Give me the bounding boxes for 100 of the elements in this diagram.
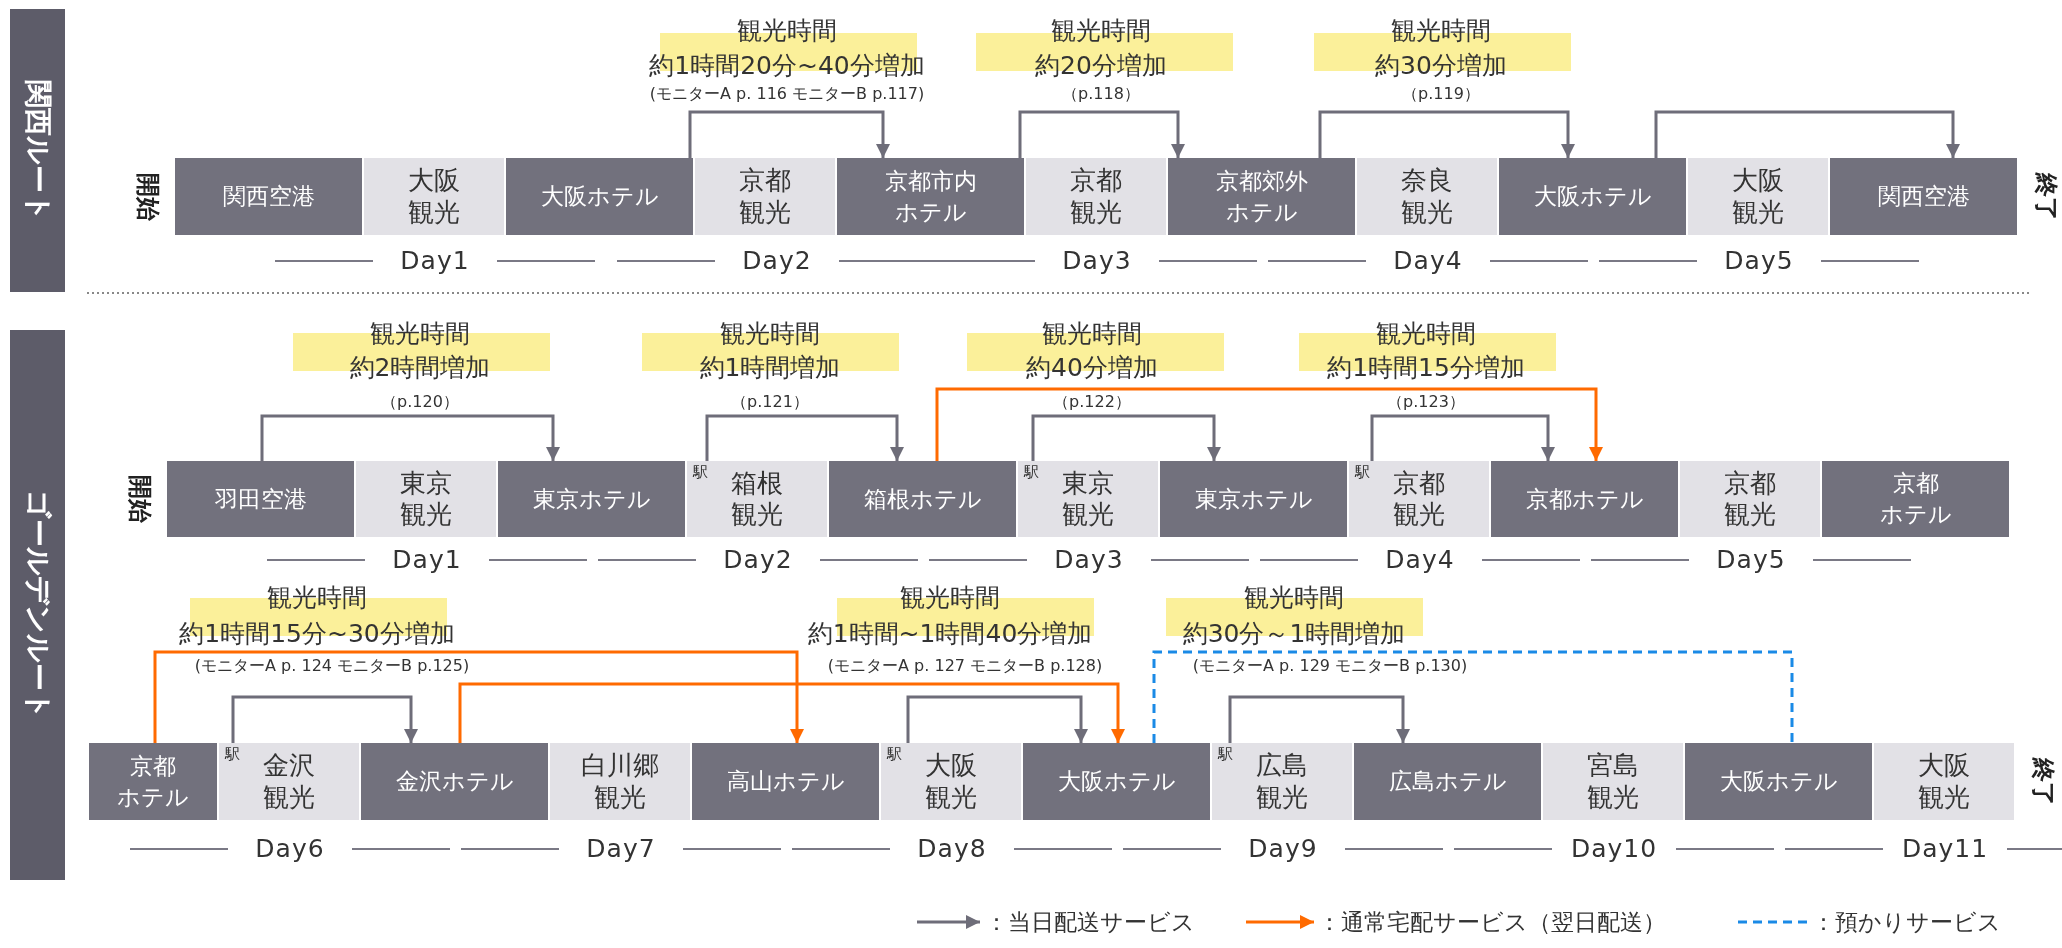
box-label: 大阪観光 (1918, 750, 1970, 813)
arrow (705, 414, 904, 461)
annotation-title: 観光時間 (1376, 320, 1476, 348)
station-tag: 駅 (693, 465, 708, 480)
route-band (10, 330, 65, 880)
page-reference: （p.122） (1053, 393, 1131, 411)
day-label: Day4 (1393, 247, 1463, 275)
day-label: Day5 (1716, 546, 1786, 574)
endpoint-label: 開始 (134, 172, 162, 221)
day-label: Day3 (1062, 247, 1132, 275)
sightseeing-box (550, 743, 692, 820)
arrow (1018, 110, 1185, 158)
hotel-box (1168, 158, 1357, 235)
station-tag: 駅 (1218, 747, 1233, 762)
annotation-text: 約20分増加 (1035, 52, 1167, 80)
page-reference: （p.119） (1402, 85, 1480, 103)
route-title: ゴールデンルート (20, 490, 56, 720)
day-label: Day2 (723, 546, 793, 574)
box-label: 京都観光 (1393, 467, 1445, 531)
box-label: 金沢ホテル (395, 767, 514, 796)
annotation-title: 観光時間 (267, 584, 367, 612)
hotel-box (506, 158, 695, 235)
endpoint-label: 開始 (126, 475, 154, 523)
sightseeing-box (1688, 158, 1830, 235)
annotation-text: 約1時間15分増加 (1327, 354, 1525, 382)
box-label: 白川郷観光 (581, 750, 659, 813)
box-label: 東京観光 (1062, 467, 1114, 531)
annotation-text: 約30分～1時間増加 (1182, 620, 1406, 648)
page-reference: (モニターA p. 124 モニターB p.125) (194, 657, 470, 675)
annotation-text: 約1時間15分~30分増加 (179, 620, 455, 648)
box-label: 東京ホテル (1194, 484, 1313, 514)
day-label: Day3 (1054, 546, 1124, 574)
arrow (153, 650, 804, 743)
annotation-title: 観光時間 (737, 17, 837, 45)
box-label: 京都観光 (1070, 165, 1122, 228)
day-label: Day6 (255, 835, 325, 863)
hotel-box (175, 158, 364, 235)
box-label: 宮島観光 (1587, 750, 1639, 813)
box-label: 大阪ホテル (1057, 767, 1176, 796)
day-label: Day1 (392, 546, 462, 574)
day-label: Day5 (1724, 247, 1794, 275)
sightseeing-box (1018, 461, 1160, 537)
box-label: 箱根ホテル (863, 484, 982, 514)
page-reference: (モニターA p. 129 モニターB p.130) (1192, 657, 1468, 675)
day-label: Day1 (400, 247, 470, 275)
annotation-title: 観光時間 (1244, 584, 1344, 612)
sightseeing-box (1026, 158, 1168, 235)
box-label: 東京観光 (400, 467, 452, 531)
annotation-title: 観光時間 (1042, 320, 1142, 348)
day-label: Day2 (742, 247, 812, 275)
annotation-title: 観光時間 (1391, 17, 1491, 45)
hotel-box (498, 461, 687, 537)
annotation-text: 約1時間増加 (699, 354, 841, 382)
annotation-title: 観光時間 (720, 320, 820, 348)
box-label: 京都郊外ホテル (1215, 166, 1308, 227)
box-label: 大阪観光 (408, 165, 460, 228)
sightseeing-box (1543, 743, 1685, 820)
hotel-box (1822, 461, 2011, 537)
arrow (260, 414, 560, 461)
hotel-box (1499, 158, 1688, 235)
annotation-text: 約1時間~1時間40分増加 (807, 620, 1093, 648)
box-label: 京都観光 (1724, 467, 1776, 531)
sightseeing-box (1212, 743, 1354, 820)
sightseeing-box (356, 461, 498, 537)
box-label: 京都ホテル (117, 751, 189, 812)
annotation-title: 観光時間 (1051, 17, 1151, 45)
sightseeing-box (687, 461, 829, 537)
sightseeing-box (1349, 461, 1491, 537)
box-label: 京都市内ホテル (884, 166, 977, 227)
arrow (1370, 414, 1555, 461)
annotation-text: 約1時間20分~40分増加 (649, 52, 925, 80)
endpoint-label: 終了 (2032, 172, 2060, 221)
hotel-box (1491, 461, 1680, 537)
day-label: Day11 (1901, 835, 1989, 863)
route-title: 関西ルート (20, 79, 56, 222)
hotel-box (1023, 743, 1212, 820)
box-label: 大阪観光 (1732, 165, 1784, 228)
day-label: Day9 (1248, 835, 1318, 863)
day-label: Day4 (1385, 546, 1455, 574)
annotation-title: 観光時間 (900, 584, 1000, 612)
arrow (458, 682, 1125, 743)
hotel-box (1354, 743, 1543, 820)
box-label: 京都ホテル (1879, 469, 1952, 529)
box-label: 箱根観光 (731, 467, 783, 531)
page-reference: （p.118） (1062, 85, 1140, 103)
hotel-box (167, 461, 356, 537)
arrow (1318, 110, 1575, 158)
box-label: 京都観光 (739, 165, 791, 228)
page-reference: （p.121） (731, 393, 809, 411)
sightseeing-box (1680, 461, 1822, 537)
annotation-text: 約2時間増加 (349, 354, 491, 382)
page-reference: (モニターA p. 127 モニターB p.128) (827, 657, 1103, 675)
sightseeing-box (1357, 158, 1499, 235)
box-label: 金沢観光 (263, 750, 315, 813)
arrow (1228, 695, 1410, 743)
arrow (1031, 414, 1221, 461)
box-label: 羽田空港 (214, 484, 307, 514)
annotation-text: 約40分増加 (1026, 354, 1158, 382)
box-label: 奈良観光 (1401, 165, 1453, 228)
hotel-box (837, 158, 1026, 235)
